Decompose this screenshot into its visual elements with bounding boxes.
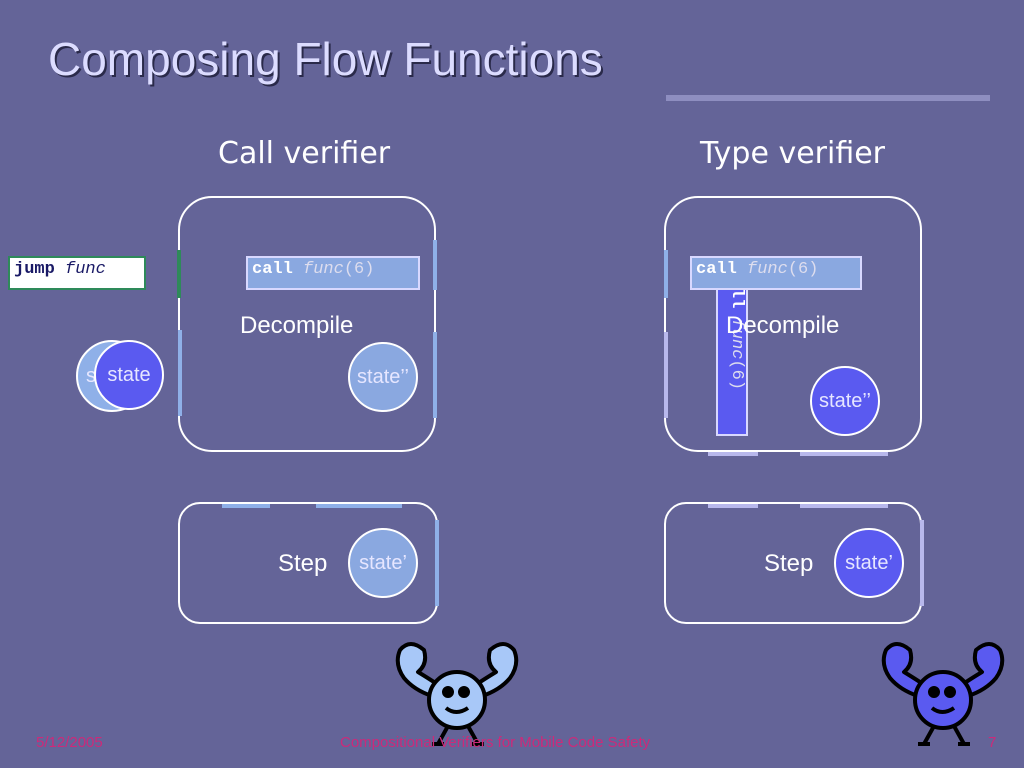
- input-port: [664, 332, 668, 418]
- call-func-code: call func(6): [246, 256, 420, 290]
- step-port: [708, 504, 758, 508]
- input-port: [664, 250, 668, 298]
- decompile-label: Decompile: [726, 312, 840, 339]
- decompile-box: [178, 196, 436, 452]
- output-port: [708, 452, 758, 456]
- flexing-robot-icon: [881, 642, 1005, 746]
- step-port: [316, 504, 402, 508]
- state-double-prime-circle: state’’: [810, 366, 880, 436]
- step-port: [800, 504, 888, 508]
- state-prime-circle: state’: [834, 528, 904, 598]
- call-func-code: call func(6): [690, 256, 862, 290]
- type-verifier-heading: Type verifier: [700, 136, 886, 171]
- output-port: [800, 452, 888, 456]
- footer-title: Compositional Verifiers for Mobile Code …: [340, 734, 651, 751]
- decompile-label: Decompile: [240, 312, 354, 339]
- input-port: [178, 330, 182, 416]
- vertical-call-code: ll func(6): [716, 288, 748, 436]
- state-prime-circle: state’: [348, 528, 418, 598]
- footer-page-number: 7: [988, 734, 997, 751]
- state-double-prime-circle: state’’: [348, 342, 418, 412]
- slide-title: Composing Flow Functions: [48, 33, 603, 85]
- step-label: Step: [278, 550, 328, 577]
- call-verifier-heading: Call verifier: [218, 136, 391, 171]
- title-underline: [666, 95, 990, 101]
- flexing-robot-icon: [395, 642, 519, 746]
- jump-func-code: jump func: [8, 256, 146, 290]
- decompile-box: [664, 196, 922, 452]
- output-port: [433, 240, 437, 290]
- step-label: Step: [764, 550, 814, 577]
- step-output-port: [920, 520, 924, 606]
- state-circle-front: state: [94, 340, 164, 410]
- output-port: [433, 332, 437, 418]
- input-port-green: [177, 250, 181, 298]
- footer-date: 5/12/2005: [36, 734, 103, 751]
- step-output-port: [435, 520, 439, 606]
- step-port: [222, 504, 270, 508]
